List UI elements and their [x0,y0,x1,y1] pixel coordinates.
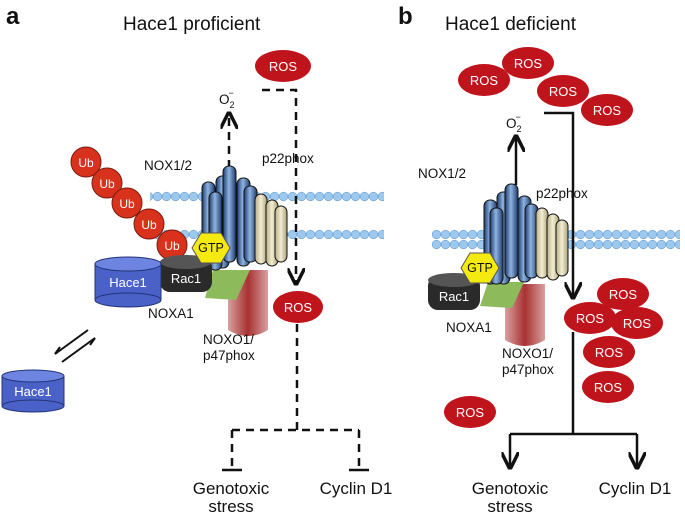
arrow-ros-to-ros-b [544,111,573,296]
p22-label-b: p22phox [536,186,588,201]
hace1-bound-label: Hace1 [109,275,147,290]
noxa1-a [205,270,250,300]
panel-b-letter: b [398,3,413,30]
rac1-b-label: Rac1 [439,289,469,304]
ros-top-a: ROS [255,50,311,82]
hace1-free: Hace1 [1,369,65,413]
noxo1-label-b: NOXO1/ [502,346,553,361]
genotoxic-a: Genotoxic [193,479,270,498]
svg-text:Ub: Ub [141,218,157,232]
panel-a-title: Hace1 proficient [123,14,261,35]
nox-label-a: NOX1/2 [144,158,192,173]
ros-top-a-label: ROS [269,59,298,74]
rac1-b: Rac1 [428,273,480,310]
ub-4: Ub [133,208,165,240]
panel-b: b Hace1 deficient ROS ROS ROS ROS O2− NO… [398,3,680,516]
svg-text:ROS: ROS [623,316,652,331]
ros-mid-a: ROS [273,291,323,323]
svg-text:ROS: ROS [549,84,578,99]
svg-text:ROS: ROS [609,287,638,302]
svg-text:Ub: Ub [78,156,94,170]
svg-text:ROS: ROS [595,345,624,360]
inhibition-tree-a [230,324,361,468]
noxa1-label-a: NOXA1 [148,306,194,321]
svg-text:ROS: ROS [470,73,499,88]
stress-b: stress [487,497,532,516]
panel-a-letter: a [6,3,20,30]
svg-text:Ub: Ub [119,197,135,211]
svg-text:ROS: ROS [514,56,543,71]
arrow-ros-to-ros-a [262,88,296,282]
panel-b-title: Hace1 deficient [445,14,577,35]
svg-text:ROS: ROS [576,311,605,326]
noxa1-label-b: NOXA1 [446,320,492,335]
ub-1: Ub [70,146,102,178]
svg-text:Ub: Ub [164,239,180,253]
rac1-a-label: Rac1 [171,271,201,286]
superoxide-b: O2− [506,112,522,134]
superoxide-a: O2− [219,88,235,110]
ub-3: Ub [111,187,143,219]
ros-cluster-right-b: ROS ROS ROS ROS ROS [564,278,663,403]
gtp-a-label: GTP [198,241,224,255]
gtp-b-label: GTP [467,261,493,275]
ros-cluster-top-b: ROS ROS ROS ROS [458,47,633,126]
cyclin-b: Cyclin D1 [599,479,672,498]
ros-mid-a-label: ROS [284,300,313,315]
svg-text:Ub: Ub [99,177,115,191]
svg-text:ROS: ROS [594,380,623,395]
svg-text:ROS: ROS [593,103,622,118]
noxa1-b [480,282,524,308]
equilibrium-arrows [54,329,96,363]
ub-2: Ub [91,167,123,199]
cyclin-a: Cyclin D1 [320,479,393,498]
p47-label-b: p47phox [502,362,554,377]
panel-a: a Hace1 proficient ROS O2− NOX1/2 p22pho… [1,3,393,516]
gtp-b: GTP [460,252,500,284]
ub-chain-a: Ub Ub Ub Ub Ub [70,146,188,261]
nox-label-b: NOX1/2 [418,166,466,181]
noxo1-label-a: NOXO1/ [203,332,254,347]
p47-label-a: p47phox [203,348,255,363]
p22-label-a: p22phox [262,151,314,166]
ros-lone-b: ROS [444,396,496,428]
stress-a: stress [208,497,253,516]
ros-lone-b-label: ROS [456,405,485,420]
genotoxic-b: Genotoxic [472,479,549,498]
gtp-a: GTP [191,232,231,264]
hace1-bound: Hace1 [94,256,162,308]
activation-tree-b [510,332,637,466]
hace1-free-label: Hace1 [14,384,52,399]
